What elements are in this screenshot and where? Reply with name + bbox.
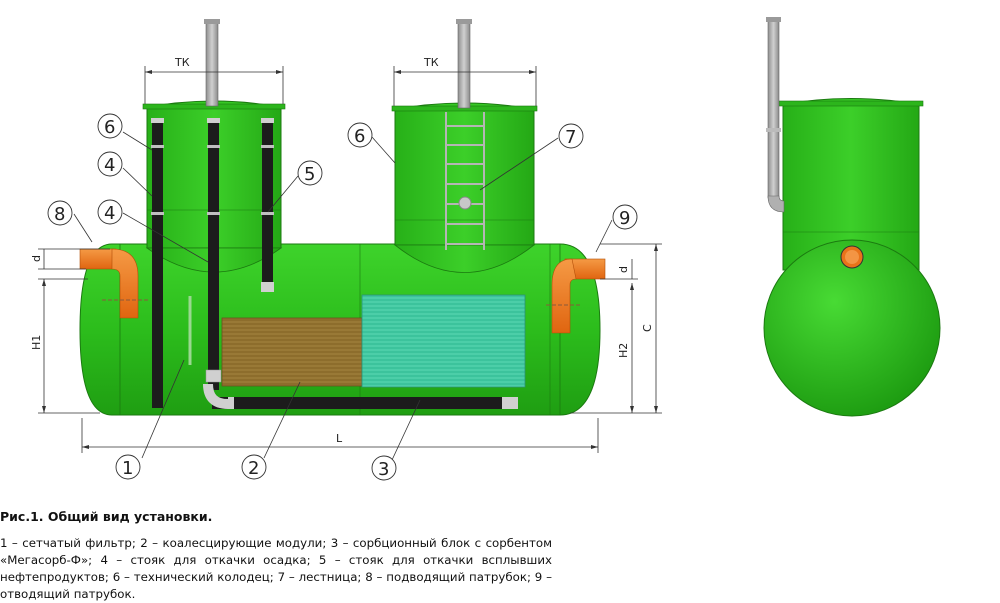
figure-legend: 1 – сетчатый фильтр; 2 – коалесцирующие …: [0, 536, 552, 601]
callout-4-lower: 4: [104, 203, 115, 224]
installation-diagram: ТК ТК d H1 d H2 C L 6 4 4 5 6 7 8 9 1 2: [30, 17, 941, 481]
callout-2: 2: [248, 458, 259, 479]
dim-d-left: d: [30, 255, 43, 262]
dim-l: L: [336, 432, 343, 445]
callout-6-left: 6: [104, 117, 115, 138]
callout-4-upper: 4: [104, 155, 115, 176]
callout-8: 8: [54, 204, 65, 225]
inlet-pipe: [79, 248, 150, 319]
outlet-pipe: [546, 258, 606, 334]
dim-d-right: d: [617, 266, 630, 273]
vent-pipe-right: [456, 19, 472, 109]
callout-5: 5: [304, 164, 315, 185]
callout-6-right: 6: [354, 126, 365, 147]
callout-9: 9: [619, 208, 630, 229]
coalescing-modules: [221, 317, 363, 387]
dim-h1: H1: [30, 335, 43, 350]
ladder: [445, 112, 485, 250]
dim-h2: H2: [617, 343, 630, 358]
sludge-riser-left: [151, 118, 164, 408]
side-view: [763, 17, 941, 417]
figure-caption: Рис.1. Общий вид установки. 1 – сетчатый…: [0, 509, 552, 603]
callout-1: 1: [122, 458, 133, 479]
vent-pipe-left: [204, 19, 220, 107]
callout-circles: [47, 113, 638, 481]
dimension-arrows: [42, 70, 658, 449]
sorption-block: [361, 294, 526, 388]
dim-tk-right: ТК: [423, 56, 439, 69]
dimension-lines: [38, 66, 662, 453]
technical-well-right: [391, 102, 538, 273]
callout-3: 3: [378, 459, 389, 480]
leader-lines: [73, 131, 613, 461]
figure-title: Рис.1. Общий вид установки.: [0, 509, 213, 524]
oil-riser: [261, 118, 274, 292]
sludge-riser-center: [205, 118, 222, 390]
dim-c: C: [641, 324, 654, 332]
side-view-tank-sphere: [763, 239, 941, 417]
callout-7: 7: [565, 127, 576, 148]
dim-tk-left: ТК: [174, 56, 190, 69]
